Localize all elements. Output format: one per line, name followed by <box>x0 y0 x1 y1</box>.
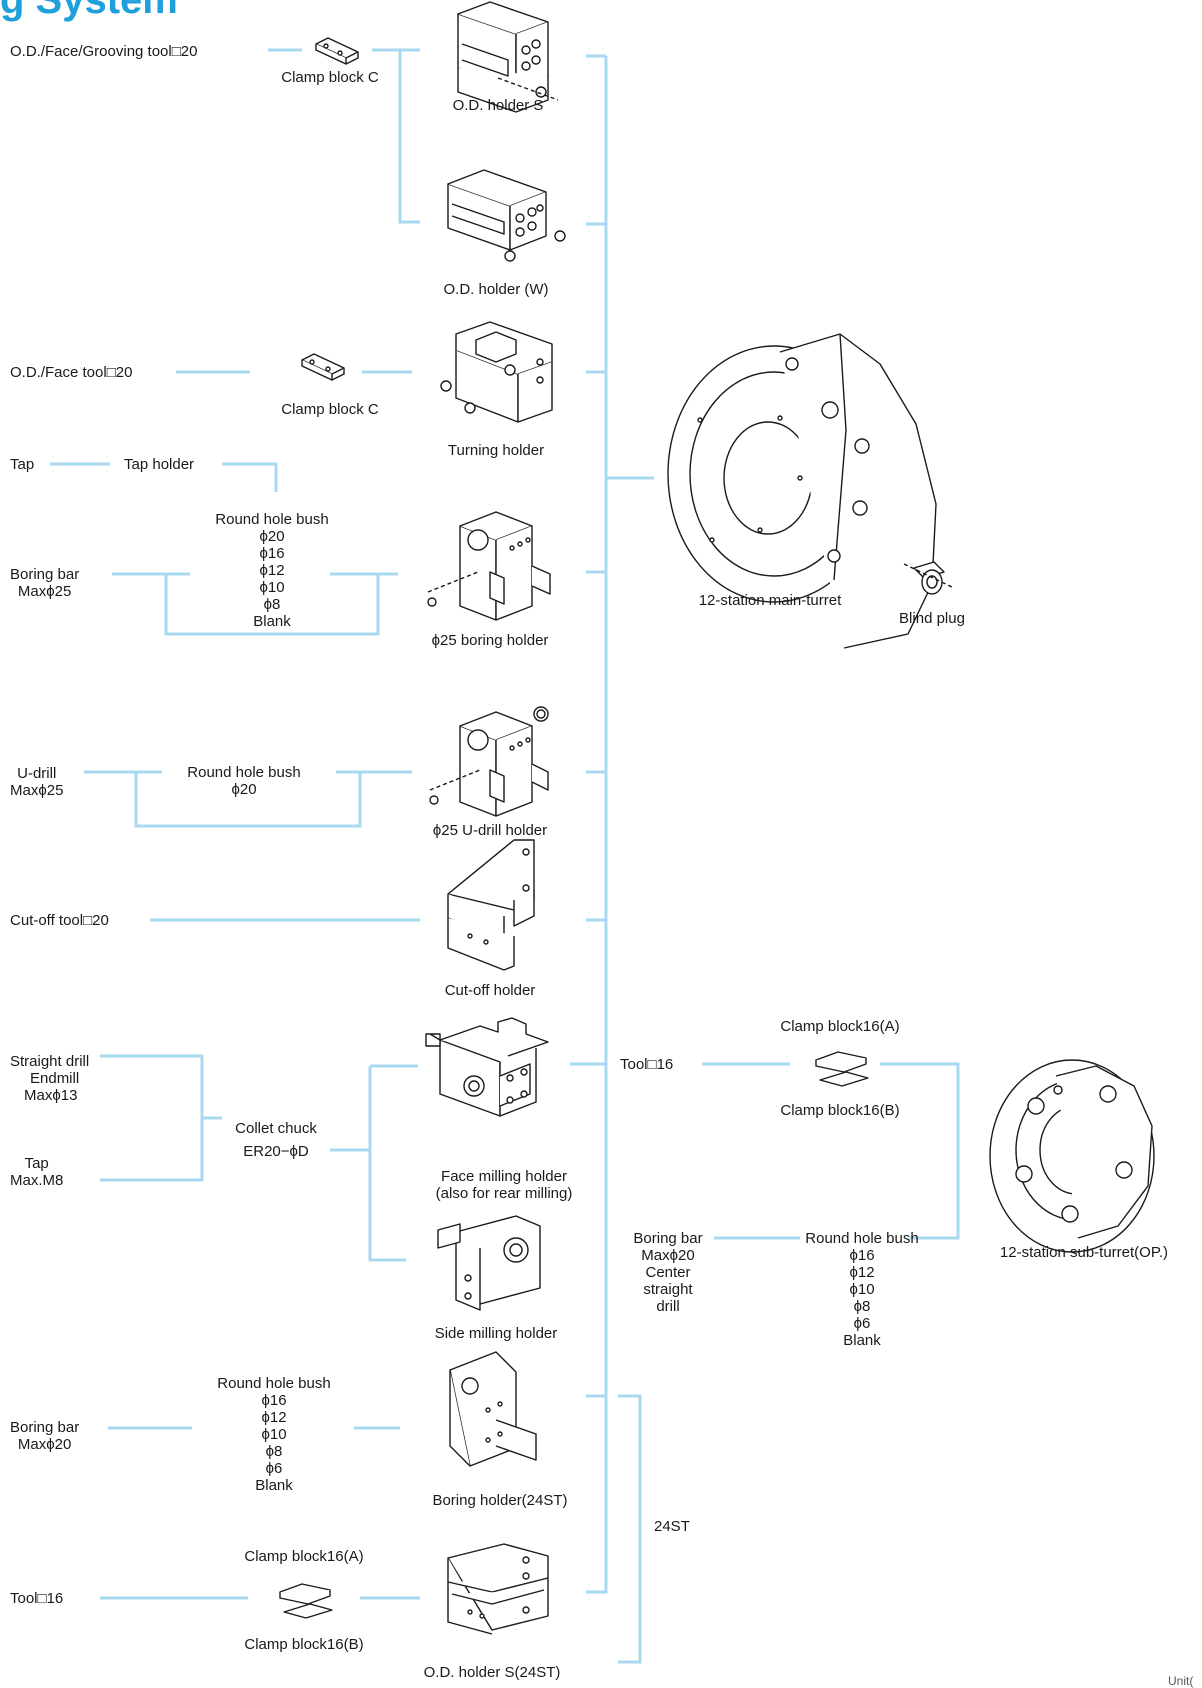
clamp-block-c-label: Clamp block C <box>281 401 379 418</box>
side-milling-holder-drawing <box>437 1215 541 1311</box>
u-drill-holder-drawing <box>429 706 549 817</box>
tap-holder-label: Tap holder <box>124 456 195 473</box>
tool16-sub-label: Tool□16 <box>620 1056 674 1073</box>
face-milling-holder-drawing <box>425 1017 549 1117</box>
sub-turret-label: 12-station sub-turret(OP.) <box>999 1244 1169 1261</box>
sub-turret-drawing <box>989 1059 1155 1253</box>
cutoff-tool-label: Cut-off tool□20 <box>10 912 109 929</box>
od-holder-s-label: O.D. holder S <box>452 97 544 114</box>
turning-holder-label: Turning holder <box>447 442 545 459</box>
main-turret-drawing <box>667 333 937 649</box>
boring-bar-25-label: Boring bar Maxϕ25 <box>10 566 80 600</box>
boring-holder-24st-label: Boring holder(24ST) <box>432 1492 568 1509</box>
clamp-block16-lower-drawing <box>279 1583 333 1619</box>
od-face-tool-label: O.D./Face tool□20 <box>10 364 133 381</box>
round-hole-bush-24st-list: Round hole bush ϕ16 ϕ12 ϕ10 ϕ8 ϕ6 Blank <box>217 1375 331 1494</box>
round-hole-bush-label: Round hole bush ϕ20 <box>187 764 301 798</box>
turning-holder-drawing <box>440 321 553 423</box>
tap-m8-label: Tap Max.M8 <box>10 1155 64 1189</box>
24st-label: 24ST <box>654 1518 690 1535</box>
u-drill-label: U-drill Maxϕ25 <box>10 765 64 799</box>
od-holder-w-label: O.D. holder (W) <box>443 281 549 298</box>
od-face-grooving-tool-label: O.D./Face/Grooving tool□20 <box>10 43 198 60</box>
tap-label: Tap <box>10 456 35 473</box>
clamp-block16b-sub-label: Clamp block16(B) <box>780 1102 900 1119</box>
cutoff-holder-drawing <box>447 839 535 971</box>
tool16-label: Tool□16 <box>10 1590 64 1607</box>
boring-holder-25-drawing <box>427 511 551 621</box>
side-milling-holder-label: Side milling holder <box>434 1325 558 1342</box>
collet-chuck-label: Collet chuck ER20−ϕD <box>235 1120 317 1160</box>
od-holder-s-drawing <box>457 1 559 113</box>
straight-drill-endmill-label: Straight drill Endmill Maxϕ13 <box>10 1053 90 1104</box>
unit-note: Unit( <box>1168 1674 1194 1688</box>
page-heading: g System <box>0 0 178 22</box>
od-holder-w-drawing <box>447 169 566 262</box>
clamp-block-c-mid-drawing <box>301 353 345 381</box>
clamp-block-c-top-drawing <box>315 37 359 65</box>
clamp-block-c-label: Clamp block C <box>281 69 379 86</box>
cutoff-holder-label: Cut-off holder <box>444 982 536 999</box>
od-holder-s-24st-label: O.D. holder S(24ST) <box>423 1664 561 1681</box>
face-milling-holder-label: Face milling holder (also for rear milli… <box>435 1168 573 1202</box>
round-hole-bush-list: Round hole bush ϕ20 ϕ16 ϕ12 ϕ10 ϕ8 Blank <box>215 511 329 630</box>
main-turret-label: 12-station main-turret <box>698 592 842 609</box>
blind-plug-label: Blind plug <box>899 610 965 627</box>
boring-bar-20-sub-label: Boring bar Maxϕ20 Center straight drill <box>633 1230 703 1315</box>
clamp-block16a-label: Clamp block16(A) <box>244 1548 364 1565</box>
blind-plug-drawing <box>903 561 955 595</box>
od-holder-s-24st-drawing <box>447 1543 549 1635</box>
boring-holder-24st-drawing <box>449 1351 537 1467</box>
clamp-block16b-label: Clamp block16(B) <box>244 1636 364 1653</box>
round-hole-bush-sub-list: Round hole bush ϕ16 ϕ12 ϕ10 ϕ8 ϕ6 Blank <box>805 1230 919 1349</box>
clamp-block16-sub-drawing <box>815 1051 869 1087</box>
boring-holder-25-label: ϕ25 boring holder <box>431 632 549 649</box>
u-drill-holder-label: ϕ25 U-drill holder <box>432 822 548 839</box>
boring-bar-20-label: Boring bar Maxϕ20 <box>10 1419 80 1453</box>
clamp-block16a-sub-label: Clamp block16(A) <box>780 1018 900 1035</box>
